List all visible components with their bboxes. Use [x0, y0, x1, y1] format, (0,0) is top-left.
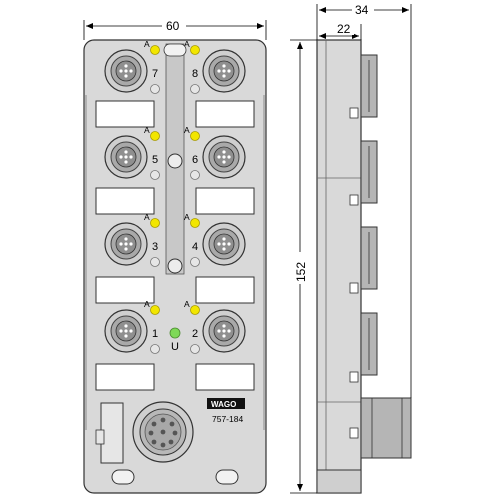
label-strip	[95, 100, 155, 128]
m12-port	[104, 49, 148, 93]
channel-number: 7	[152, 68, 158, 80]
status-led	[150, 131, 160, 141]
m12-port	[202, 135, 246, 179]
m12-port	[104, 222, 148, 266]
led-label: A	[184, 212, 190, 222]
label-strip	[95, 187, 155, 215]
mount-hole-top	[167, 153, 183, 169]
channel-number: 4	[192, 241, 198, 253]
dimension-front-width: 60	[83, 18, 267, 40]
status-led	[190, 305, 200, 315]
led-label: A	[144, 299, 150, 309]
diag-led	[190, 257, 200, 267]
led-label: A	[144, 39, 150, 49]
led-label: A	[184, 299, 190, 309]
led-label: A	[144, 125, 150, 135]
diag-led	[150, 257, 160, 267]
mount-hole-mid	[167, 258, 183, 274]
status-led	[190, 45, 200, 55]
label-strip	[195, 100, 255, 128]
label-strip	[195, 363, 255, 391]
label-strip	[195, 187, 255, 215]
power-connector	[132, 401, 194, 463]
dim-width-front: 60	[166, 19, 180, 33]
side-view	[316, 39, 412, 494]
brand-logo	[207, 398, 245, 409]
mount-slot-left	[111, 469, 135, 485]
status-led	[150, 305, 160, 315]
dimension-side-total: 34	[316, 2, 412, 398]
dimension-side-body: 22	[319, 22, 362, 40]
label-strip	[95, 276, 155, 304]
dim-width-side-body: 22	[337, 22, 351, 36]
label-strip	[195, 276, 255, 304]
supply-led-label: U	[171, 341, 179, 353]
model-number: 757-184	[212, 414, 243, 424]
label-strip	[95, 363, 155, 391]
m12-port	[202, 222, 246, 266]
led-label: A	[184, 125, 190, 135]
brand-logo-text: WAGO	[211, 400, 236, 409]
dimension-height: 152	[290, 39, 317, 494]
mount-slot-top	[163, 43, 187, 57]
led-label: A	[144, 212, 150, 222]
channel-number: 8	[192, 68, 198, 80]
status-led	[150, 218, 160, 228]
channel-number: 1	[152, 328, 158, 340]
diag-led	[150, 344, 160, 354]
status-led	[150, 45, 160, 55]
channel-number: 6	[192, 154, 198, 166]
diag-led	[190, 84, 200, 94]
diag-led	[190, 170, 200, 180]
supply-led	[169, 327, 181, 339]
m12-port	[202, 309, 246, 353]
channel-number: 2	[192, 328, 198, 340]
side-power-connector	[360, 397, 412, 459]
mount-slot-right	[215, 469, 239, 485]
status-led	[190, 131, 200, 141]
channel-number: 3	[152, 241, 158, 253]
dim-width-side-total: 34	[355, 3, 369, 17]
dim-height: 152	[294, 262, 308, 282]
label-strips	[95, 100, 255, 391]
channel-number: 5	[152, 154, 158, 166]
m12-port	[104, 135, 148, 179]
status-led	[190, 218, 200, 228]
m12-port	[104, 309, 148, 353]
diag-led	[150, 170, 160, 180]
led-label: A	[184, 39, 190, 49]
m12-ports	[104, 49, 246, 353]
diag-led	[190, 344, 200, 354]
diag-led	[150, 84, 160, 94]
m12-port	[202, 49, 246, 93]
